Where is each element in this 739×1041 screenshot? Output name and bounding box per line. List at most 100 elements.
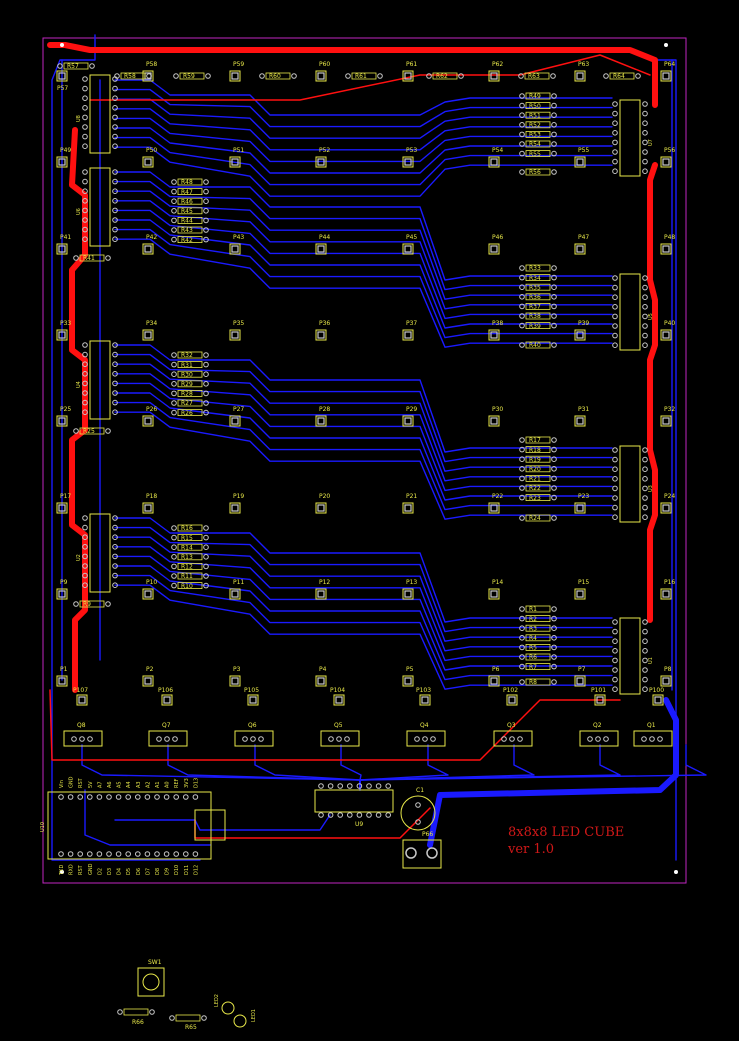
header-p10-outline [142, 588, 154, 600]
header-label: P14 [492, 579, 503, 586]
header-p27-pad [231, 417, 239, 425]
switch-sw1 [137, 967, 165, 997]
vcc-right [647, 162, 658, 623]
resistor-label: R25 [83, 428, 95, 435]
pad [82, 371, 88, 377]
pad [551, 635, 557, 641]
bus-trace [114, 373, 613, 482]
pad [612, 139, 618, 146]
transistor-body [63, 730, 103, 747]
header-label: P37 [406, 320, 417, 327]
arduino-pin-label: D3 [107, 868, 113, 875]
pad [519, 102, 525, 109]
resistor-body [79, 254, 105, 262]
resistor-body [79, 427, 105, 435]
pad [426, 73, 432, 79]
bus-trace [114, 209, 613, 320]
header-p52-pad [317, 158, 325, 166]
header-p15-outline [574, 588, 586, 600]
pad [203, 236, 209, 243]
resistor-label: R3 [529, 625, 537, 632]
header-p8-outline [660, 675, 672, 687]
header-p52-outline [315, 156, 327, 168]
pad [328, 736, 334, 742]
pad [173, 851, 179, 857]
pad [171, 179, 177, 185]
layer-pad-label: P106 [158, 687, 173, 694]
resistor-label: R30 [181, 371, 193, 378]
resistor-label: R2 [529, 616, 537, 623]
resistor-label: R21 [529, 476, 541, 483]
header-p24-outline [660, 502, 672, 514]
pad [203, 208, 209, 214]
pad [112, 236, 118, 242]
resistor-body [177, 389, 203, 397]
pad [192, 851, 199, 857]
header-label: P21 [406, 493, 417, 500]
header-p31-outline [574, 415, 586, 427]
transistor-body [406, 730, 446, 747]
pad [501, 736, 507, 742]
header-label: P29 [406, 406, 417, 413]
pad [112, 105, 118, 111]
header-p24-pad [662, 504, 670, 512]
header-p7-outline [574, 675, 586, 687]
header-p50-pad [144, 158, 152, 166]
header-label: P52 [319, 147, 330, 154]
resistor-label: R45 [181, 208, 193, 215]
pad [642, 456, 648, 463]
pad [82, 124, 88, 130]
header-p56-outline [660, 156, 672, 168]
pad [112, 217, 118, 223]
resistor-label: R12 [181, 564, 193, 571]
header-p27-outline [229, 415, 241, 427]
arduino-pin-label: A2 [145, 781, 151, 788]
header-p13-outline [402, 588, 414, 600]
pad [642, 495, 648, 501]
pad [519, 294, 525, 300]
pad [258, 736, 264, 742]
layer-pad-pad [654, 696, 662, 704]
pad [356, 783, 363, 789]
pad [171, 371, 177, 378]
header-p14-pad [490, 590, 498, 598]
resistor-body [63, 62, 89, 70]
resistor-label: R29 [181, 381, 193, 388]
pad [173, 73, 179, 79]
header-p51-outline [229, 156, 241, 168]
header-label: P18 [146, 493, 157, 500]
edge-bus [51, 34, 201, 861]
header-label: P56 [664, 147, 675, 154]
pad [551, 131, 557, 138]
pad [169, 1015, 175, 1021]
header-label: P4 [319, 666, 327, 673]
header-p21-pad [404, 504, 412, 512]
resistor-body [265, 72, 291, 80]
arduino-pin-label: 3V3 [184, 778, 190, 788]
header-label: P61 [406, 61, 417, 68]
header-p18-pad [144, 504, 152, 512]
resistor-body [525, 121, 551, 129]
capacitor-c1 [400, 795, 436, 831]
pad [125, 851, 131, 857]
header-label: P23 [578, 493, 589, 500]
resistor-body [525, 653, 551, 661]
header-p42-pad [144, 245, 152, 253]
header-p60-outline [315, 70, 327, 82]
header-p34-outline [142, 329, 154, 341]
q-trace [359, 744, 449, 791]
resistor-body [525, 465, 551, 473]
resistor-label: R44 [181, 218, 193, 225]
pad [551, 606, 557, 612]
header-p23-outline [574, 502, 586, 514]
header-p38-pad [490, 331, 498, 339]
bus-trace [114, 127, 613, 174]
header-p9-outline [56, 588, 68, 600]
pad [519, 615, 525, 622]
header-p49-outline [56, 156, 68, 168]
bus-trace [114, 79, 613, 116]
arduino-pin-label: D8 [155, 868, 161, 875]
pad [96, 851, 103, 857]
header-p30-pad [490, 417, 498, 425]
header-p15-pad [576, 590, 584, 598]
